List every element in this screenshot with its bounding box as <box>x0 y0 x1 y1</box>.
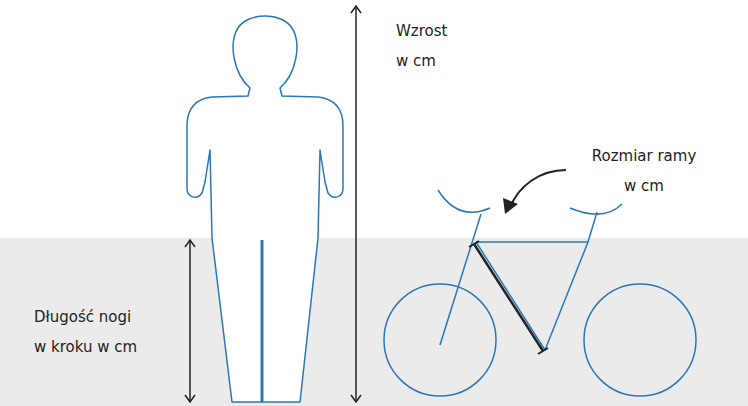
dimension-label: Wzrost w cm <box>396 16 456 76</box>
dimension-label: Długość nogi w kroku w cm <box>34 302 144 362</box>
ground-band <box>0 238 748 406</box>
person-silhouette <box>187 16 343 402</box>
dimension-arrows <box>185 6 361 402</box>
pointer-arrow <box>503 170 566 214</box>
leg-divide <box>261 240 264 402</box>
dimension-label: Rozmiar ramy w cm <box>588 141 700 201</box>
frame-size-measure <box>469 241 548 354</box>
bicycle <box>384 190 696 396</box>
